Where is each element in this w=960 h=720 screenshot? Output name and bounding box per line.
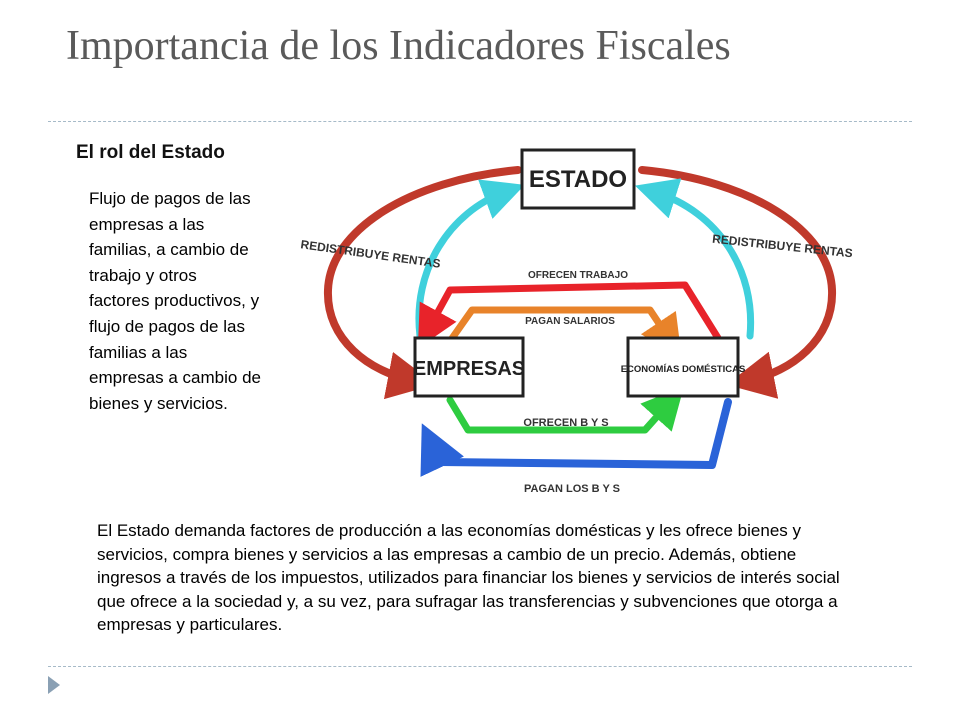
estado-box xyxy=(520,148,636,210)
section-subtitle: El rol del Estado xyxy=(76,142,225,163)
slide-title: Importancia de los Indicadores Fiscales xyxy=(66,23,731,69)
next-slide-icon xyxy=(48,676,60,694)
circular-flow-diagram: ESTADO EMPRESAS ECONOMÍAS DOMÉSTICAS RED… xyxy=(300,148,853,495)
empresas-label: EMPRESAS xyxy=(413,358,525,380)
ofrecen-trabajo-arrow xyxy=(417,281,722,349)
pagan-bys-label: PAGAN LOS B Y S xyxy=(524,483,620,495)
ofrecen-trabajo-label: OFRECEN TRABAJO xyxy=(528,270,628,281)
economias-box xyxy=(626,336,740,398)
pagan-salarios-label: PAGAN SALARIOS xyxy=(525,316,615,327)
title-divider xyxy=(48,121,912,122)
redistribuye-left-label: REDISTRIBUYE RENTAS xyxy=(300,237,441,271)
estado-label: ESTADO xyxy=(529,166,627,193)
bottom-description: El Estado demanda factores de producción… xyxy=(97,521,840,635)
economias-label: ECONOMÍAS DOMÉSTICAS xyxy=(621,364,746,375)
redistribuye-right-arrow xyxy=(638,166,837,399)
ofrecen-bys-arrow xyxy=(446,386,684,434)
ofrecen-bys-label: OFRECEN B Y S xyxy=(523,417,608,429)
economias-to-estado-arrow xyxy=(634,178,755,340)
pagan-salarios-arrow xyxy=(444,306,682,358)
empresas-box xyxy=(413,336,525,398)
redistribuye-left-arrow xyxy=(323,166,522,400)
footer-divider xyxy=(48,666,912,667)
side-description: Flujo de pagos de las empresas a las fam… xyxy=(89,189,261,413)
pagan-bys-arrow xyxy=(420,398,732,477)
